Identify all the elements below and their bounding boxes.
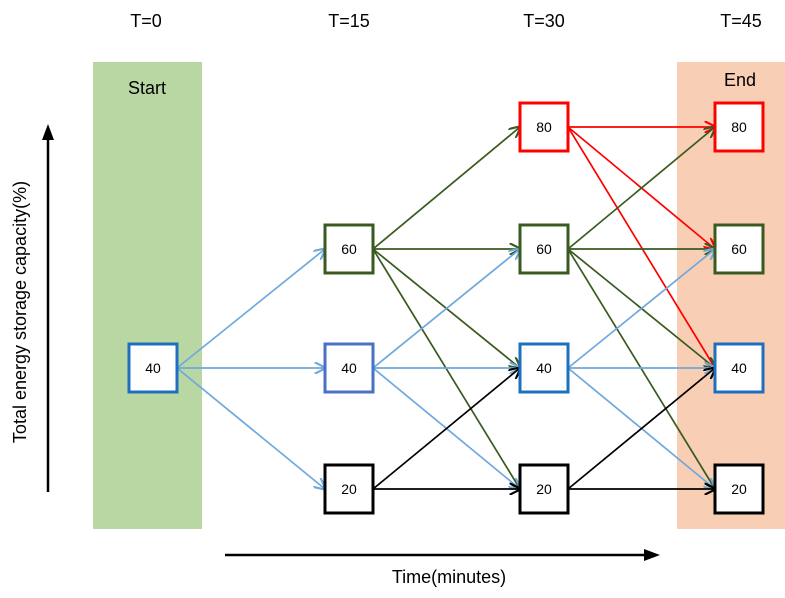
node-t30-20: 20 (518, 463, 570, 515)
x-axis-arrowhead (644, 549, 660, 561)
node-label: 60 (341, 241, 357, 257)
node-box (518, 342, 570, 394)
edge-t30-60-to-t45-80 (567, 127, 715, 250)
x-axis-label: Time(minutes) (392, 567, 506, 587)
node-box (713, 101, 765, 153)
time-label-t45: T=45 (720, 11, 762, 31)
node-box (323, 342, 375, 394)
edges (176, 126, 715, 490)
node-t45-60: 60 (713, 223, 765, 275)
node-label: 80 (731, 119, 747, 135)
node-box (518, 223, 570, 275)
edge-t15-20-to-t30-40 (372, 368, 520, 490)
edge-t30-20-to-t45-40 (567, 368, 715, 490)
edge-t15-60-to-t30-80 (372, 127, 520, 250)
node-t45-40: 40 (713, 342, 765, 394)
nodes: 40 60 40 20 80 60 40 20 80 60 40 20 (127, 101, 765, 515)
node-label: 40 (145, 360, 161, 376)
node-t15-20: 20 (323, 463, 375, 515)
node-box (713, 342, 765, 394)
edge-t30-80-to-t45-40 (567, 126, 715, 368)
node-box (713, 223, 765, 275)
node-t0-40: 40 (127, 342, 179, 394)
start-zone (93, 62, 202, 529)
edge-t30-40-to-t45-60 (567, 249, 715, 369)
node-label: 60 (731, 241, 747, 257)
node-label: 20 (536, 481, 552, 497)
edge-t30-60-to-t45-20 (567, 248, 715, 489)
time-label-t0: T=0 (130, 11, 162, 31)
node-label: 40 (731, 360, 747, 376)
node-t15-60: 60 (323, 223, 375, 275)
edge-t0-40-to-t15-60 (176, 249, 325, 369)
node-label: 40 (536, 360, 552, 376)
node-t30-60: 60 (518, 223, 570, 275)
node-t45-20: 20 (713, 463, 765, 515)
time-labels: T=0 T=15 T=30 T=45 (130, 11, 762, 31)
y-axis-label: Total energy storage capacity(%) (10, 181, 30, 443)
node-box (518, 101, 570, 153)
time-label-t30: T=30 (523, 11, 565, 31)
node-label: 40 (341, 360, 357, 376)
end-label: End (724, 70, 756, 90)
edge-t15-40-to-t30-60 (372, 249, 520, 369)
node-t15-40: 40 (323, 342, 375, 394)
y-axis-arrowhead (42, 124, 54, 140)
edge-t15-60-to-t30-20 (372, 248, 520, 489)
node-box (323, 463, 375, 515)
edge-t0-40-to-t15-20 (176, 367, 325, 489)
node-label: 20 (731, 481, 747, 497)
node-box (713, 463, 765, 515)
node-label: 20 (341, 481, 357, 497)
node-box (323, 223, 375, 275)
node-label: 60 (536, 241, 552, 257)
node-label: 80 (536, 119, 552, 135)
node-t45-80: 80 (713, 101, 765, 153)
start-label: Start (128, 78, 166, 98)
time-label-t15: T=15 (328, 11, 370, 31)
node-t30-80: 80 (518, 101, 570, 153)
node-box (518, 463, 570, 515)
node-t30-40: 40 (518, 342, 570, 394)
node-box (127, 342, 179, 394)
